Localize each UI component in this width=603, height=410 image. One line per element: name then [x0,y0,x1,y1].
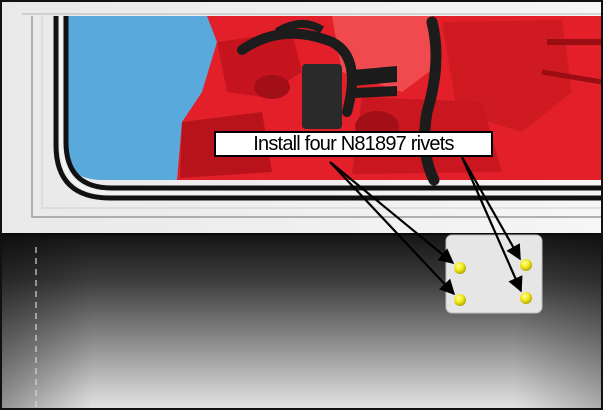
leader-arrow [329,161,456,296]
rivet-marker [520,259,532,271]
engine-illustration [177,16,601,186]
engine-bracket [302,64,342,129]
callout-label: Install four N81897 rivets [214,131,493,157]
leader-arrow [461,156,521,261]
rivet-group [454,259,532,306]
window-seal [63,16,601,191]
engine-hose [237,28,357,117]
rivet-marker [454,262,466,274]
leader-arrows [329,156,523,296]
rivet-marker [520,292,532,304]
leader-arrow [460,156,523,293]
leader-arrow [329,161,455,264]
rivet-marker [454,294,466,306]
